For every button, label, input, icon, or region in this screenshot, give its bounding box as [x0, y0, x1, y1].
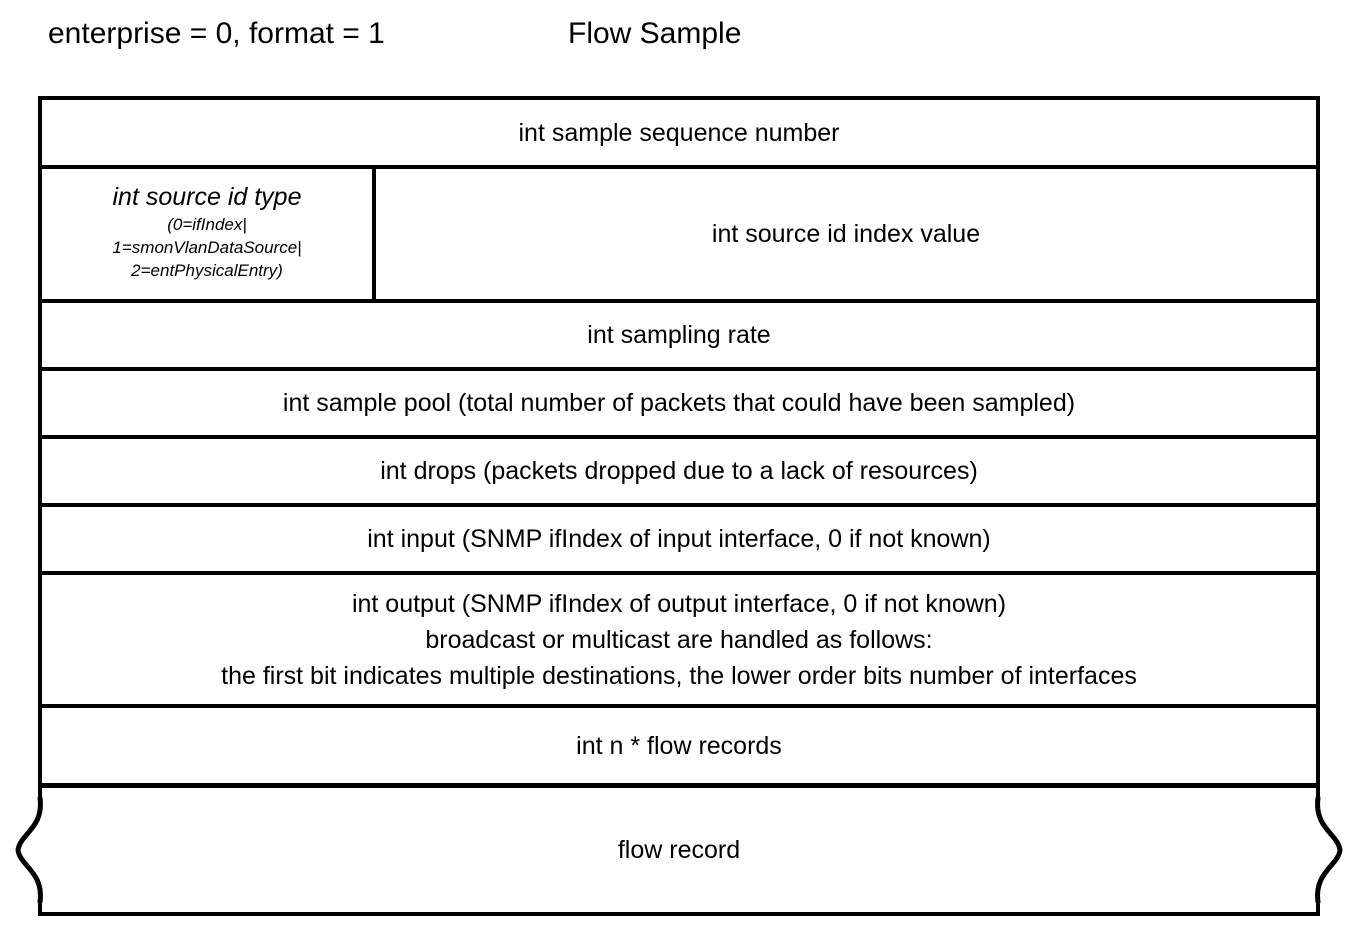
- diagram-header: enterprise = 0, format = 1 Flow Sample: [0, 0, 1358, 88]
- curly-brace-right-icon: [1315, 795, 1343, 905]
- table-row-sample-pool: int sample pool (total number of packets…: [42, 371, 1316, 439]
- flow-record-expandable-block: flow record: [14, 784, 1344, 916]
- cell-label: int drops (packets dropped due to a lack…: [380, 457, 978, 485]
- cell-label: int input (SNMP ifIndex of input interfa…: [367, 525, 991, 553]
- source-id-type-title: int source id type: [112, 183, 302, 211]
- cell-label: int sample pool (total number of packets…: [282, 389, 1076, 417]
- table-row-source-id: int source id type (0=ifIndex| 1=smonVla…: [42, 169, 1316, 303]
- output-line-1: broadcast or multicast are handled as fo…: [425, 625, 933, 654]
- enterprise-format-label: enterprise = 0, format = 1: [48, 17, 385, 50]
- table-row-input: int input (SNMP ifIndex of input interfa…: [42, 507, 1316, 575]
- cell-label: int sampling rate: [587, 321, 771, 349]
- cell-source-id-type: int source id type (0=ifIndex| 1=smonVla…: [42, 169, 376, 299]
- table-row-drops: int drops (packets dropped due to a lack…: [42, 439, 1316, 507]
- output-line-2: the first bit indicates multiple destina…: [221, 661, 1137, 690]
- table-row-output: int output (SNMP ifIndex of output inter…: [42, 575, 1316, 708]
- packet-structure-table: int sample sequence number int source id…: [38, 96, 1320, 787]
- curly-brace-left-icon: [15, 795, 43, 905]
- output-line-0: int output (SNMP ifIndex of output inter…: [351, 589, 1007, 618]
- page-title: Flow Sample: [568, 17, 742, 50]
- source-id-type-option-2: 2=entPhysicalEntry): [131, 261, 283, 280]
- source-id-type-option-0: (0=ifIndex|: [167, 215, 247, 234]
- flow-record-outline: [15, 784, 1343, 916]
- cell-source-id-index-value: int source id index value: [376, 169, 1316, 299]
- cell-label: int source id index value: [711, 220, 981, 248]
- cell-label-multiline: int output (SNMP ifIndex of output inter…: [221, 586, 1137, 694]
- table-row-sampling-rate: int sampling rate: [42, 303, 1316, 371]
- cell-label: int n * flow records: [576, 731, 782, 760]
- table-row-flow-records-count: int n * flow records: [42, 708, 1316, 787]
- table-row-sample-sequence-number: int sample sequence number: [42, 100, 1316, 169]
- cell-label: int sample sequence number: [518, 118, 840, 147]
- source-id-type-option-1: 1=smonVlanDataSource|: [112, 238, 302, 257]
